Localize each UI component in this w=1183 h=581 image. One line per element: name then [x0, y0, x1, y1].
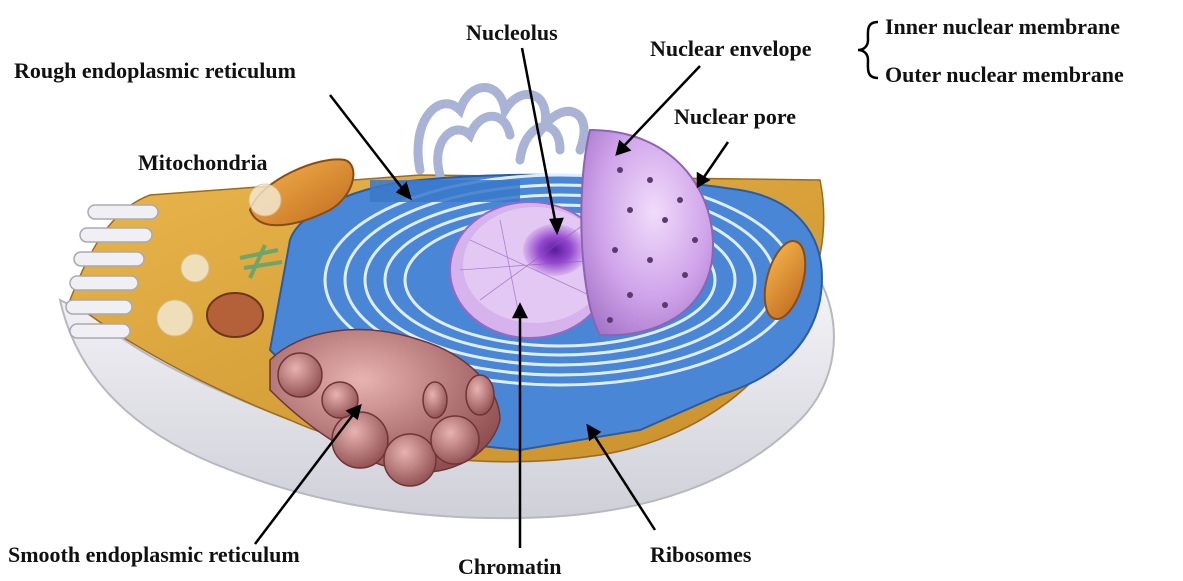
pointer-nuclear-pore: [702, 142, 728, 180]
nuclear-envelope-brace: [858, 22, 878, 78]
label-outer-nuclear-membrane: Outer nuclear membrane: [885, 64, 1124, 86]
label-nucleolus: Nucleolus: [466, 22, 558, 44]
nucleolus-core: [523, 224, 587, 276]
label-mitochondria: Mitochondria: [138, 152, 268, 174]
label-rough-er: Rough endoplasmic reticulum: [14, 60, 296, 82]
label-chromatin: Chromatin: [458, 556, 562, 578]
label-inner-nuclear-membrane: Inner nuclear membrane: [885, 16, 1120, 38]
golgi-top: [418, 88, 584, 176]
label-nuclear-envelope: Nuclear envelope: [650, 38, 812, 60]
label-ribosomes: Ribosomes: [650, 544, 751, 566]
label-nuclear-pore: Nuclear pore: [674, 106, 796, 128]
label-smooth-er: Smooth endoplasmic reticulum: [8, 544, 300, 566]
